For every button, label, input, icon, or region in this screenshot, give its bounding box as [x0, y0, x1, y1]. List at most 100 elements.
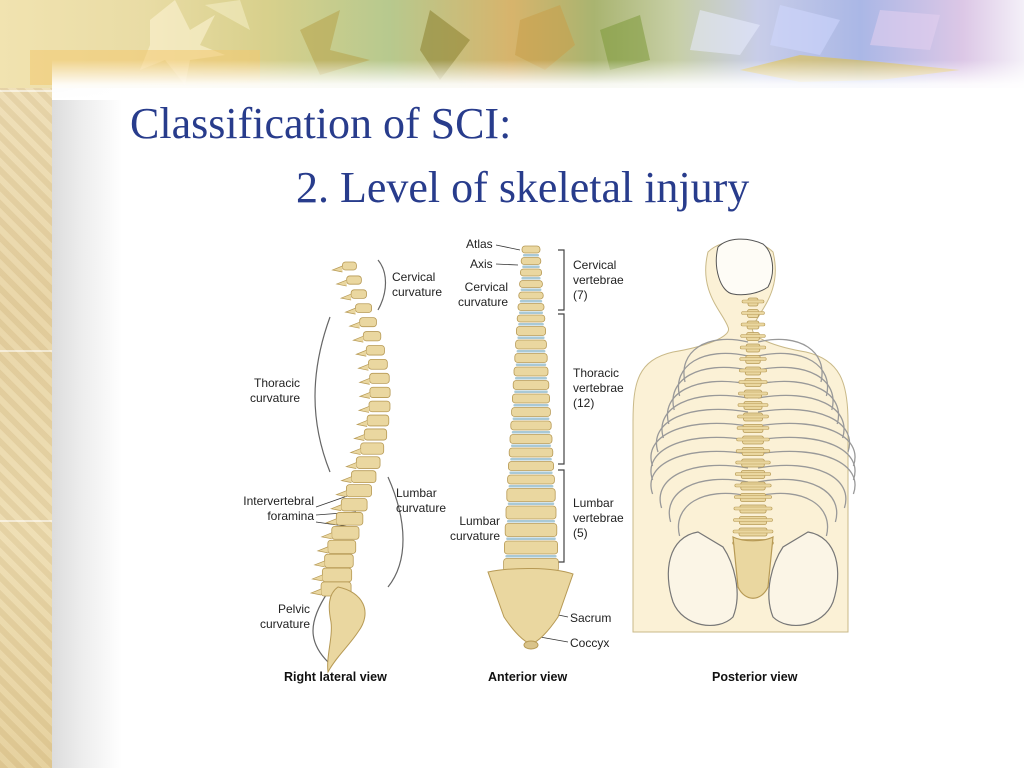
anterior-vertebra [506, 488, 556, 502]
lateral-vertebra [368, 400, 391, 413]
posterior-rib-left [650, 450, 749, 495]
anterior-disc [515, 363, 547, 366]
anterior-sacrum [487, 568, 574, 645]
lateral-vertebrae [309, 261, 391, 597]
posterior-rib-left [683, 338, 749, 383]
anterior-disc [515, 377, 547, 380]
lateral-vertebra [351, 470, 377, 484]
posterior-transverse-process [735, 460, 771, 465]
anterior-vertebra [519, 280, 543, 288]
lateral-vertebra [342, 261, 357, 271]
posterior-rib-right [757, 338, 823, 383]
anterior-disc [514, 390, 548, 393]
label-intervertebral-foramina: Intervertebral foramina [243, 494, 314, 523]
lateral-spinous-process [357, 406, 370, 413]
banner-fade [52, 60, 1024, 100]
anterior-disc [517, 336, 545, 339]
anterior-vertebra [518, 291, 544, 300]
label-axis: Axis [470, 257, 493, 271]
lateral-spinous-process [309, 588, 322, 596]
lateral-vertebra [365, 345, 385, 356]
anterior-disc [511, 444, 551, 447]
anterior-disc [509, 471, 553, 474]
posterior-ribs [650, 338, 856, 537]
anterior-vertebra [511, 393, 550, 404]
lateral-vertebra [355, 303, 373, 313]
lateral-vertebra [368, 358, 388, 370]
label-lateral-cervical-curvature: Cervical curvature [392, 270, 443, 299]
label-lateral-pelvic-curvature: Pelvic curvature [259, 602, 310, 631]
label-atlas: Atlas [466, 237, 493, 251]
label-lumbar-vertebrae: Lumbar vertebrae (5) [573, 496, 624, 540]
posterior-rib-left [668, 478, 749, 523]
anterior-vertebra [503, 540, 558, 555]
lateral-spinous-process [355, 420, 368, 427]
anterior-vertebra [508, 447, 554, 458]
posterior-body [632, 238, 849, 633]
lateral-spinous-process [330, 504, 342, 512]
posterior-transverse-process [735, 449, 771, 453]
lateral-spinous-process [358, 378, 370, 385]
label-lateral-lumbar-curvature: Lumbar curvature [396, 486, 447, 515]
anterior-vertebra [515, 326, 546, 336]
anterior-disc [510, 458, 552, 461]
anterior-disc [523, 254, 539, 257]
anterior-vertebra [505, 505, 557, 520]
posterior-rib-right [757, 352, 829, 397]
anterior-disc [508, 485, 554, 488]
spine-anatomy-figure: Cervical curvature Thoracic curvature In… [228, 232, 1024, 692]
lateral-vertebra [360, 442, 385, 455]
anterior-disc [519, 300, 543, 303]
anterior-vertebra [516, 314, 546, 323]
anterior-disc [518, 323, 544, 326]
slide-subtitle: 2. Level of skeletal injury [296, 163, 750, 212]
lateral-vertebra [340, 498, 368, 512]
anterior-disc [520, 288, 542, 291]
posterior-rib-left [650, 436, 749, 481]
lateral-spinous-process [352, 335, 364, 343]
posterior-transverse-process [739, 345, 767, 350]
label-lateral-thoracic-curvature: Thoracic curvature [249, 376, 300, 405]
posterior-transverse-process [739, 357, 767, 361]
lateral-vertebra [335, 512, 364, 526]
lateral-vertebra [321, 567, 353, 583]
posterior-rib-left [650, 422, 749, 467]
posterior-rib-left [677, 492, 749, 537]
lateral-vertebra [346, 275, 362, 285]
label-sacrum: Sacrum [570, 611, 612, 625]
parchment-side-strip [0, 0, 52, 768]
anterior-vertebra [509, 434, 553, 444]
slide-title: Classification of SCI: [130, 99, 512, 148]
lateral-vertebra [362, 331, 382, 342]
view-label-anterior: Anterior view [488, 670, 568, 684]
anterior-vertebra [519, 268, 542, 277]
anterior-vertebra [504, 523, 558, 537]
posterior-transverse-process [734, 483, 772, 488]
anterior-disc [521, 277, 541, 280]
lateral-sacrum [327, 586, 366, 674]
lateral-spinous-process [313, 560, 325, 568]
posterior-transverse-process [733, 506, 773, 511]
anterior-vertebra [515, 339, 547, 350]
anterior-region-brackets [558, 249, 565, 563]
posterior-rib-right [757, 478, 838, 523]
posterior-rib-right [757, 492, 829, 537]
posterior-vertebrae [732, 297, 774, 548]
label-cervical-vertebrae: Cervical vertebrae (7) [573, 258, 624, 302]
anterior-vertebra [521, 245, 541, 254]
lateral-spinous-process [335, 279, 347, 287]
anterior-coccyx [523, 640, 539, 650]
posterior-pelvis [667, 531, 839, 626]
label-anterior-cervical-curvature: Cervical curvature [457, 280, 508, 309]
anterior-disc [512, 417, 550, 420]
posterior-rib-right [757, 450, 856, 495]
lateral-vertebra [359, 317, 377, 328]
lateral-vertebra [346, 484, 372, 498]
lateral-spinous-process [311, 574, 323, 582]
anterior-vertebra [510, 420, 552, 431]
posterior-transverse-process [736, 426, 770, 430]
lateral-spinous-process [345, 462, 357, 469]
lateral-spinous-process [331, 265, 343, 273]
anterior-vertebra [507, 461, 554, 471]
lateral-spinous-process [335, 490, 347, 498]
